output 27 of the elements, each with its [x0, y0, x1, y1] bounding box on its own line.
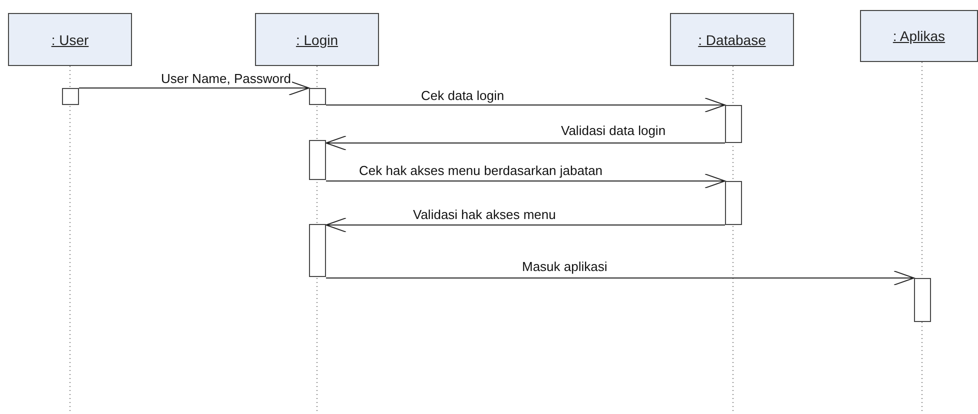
activation-bar [725, 105, 742, 143]
participant-box [255, 13, 379, 66]
participant-box [670, 13, 794, 66]
participant-name: : Aplikas [892, 28, 946, 44]
message-label: User Name, Password [160, 71, 292, 86]
message-arrow [326, 98, 726, 112]
activation-bar [914, 278, 931, 322]
message-arrow [326, 218, 726, 232]
message-arrow [326, 174, 726, 188]
message-label: Cek hak akses menu berdasarkan jabatan [358, 163, 604, 178]
message-label: Masuk aplikasi [521, 259, 608, 274]
activation-bar [725, 181, 742, 225]
activation-bar [309, 140, 326, 180]
participant-box [8, 13, 132, 66]
message-label: Validasi data login [560, 123, 667, 138]
message-arrow [78, 80, 310, 96]
message-label: Validasi hak akses menu [412, 207, 557, 222]
activation-bar [309, 88, 326, 105]
activation-bar [62, 88, 79, 105]
participant-name: : Database [698, 32, 766, 48]
participant-name: : User [51, 32, 89, 48]
activation-bar [309, 224, 326, 277]
message-label: Cek data login [420, 88, 506, 103]
message-arrow [326, 136, 726, 150]
message-arrow [326, 270, 914, 286]
participant-box [860, 10, 978, 62]
participant-name: : Login [296, 32, 338, 48]
